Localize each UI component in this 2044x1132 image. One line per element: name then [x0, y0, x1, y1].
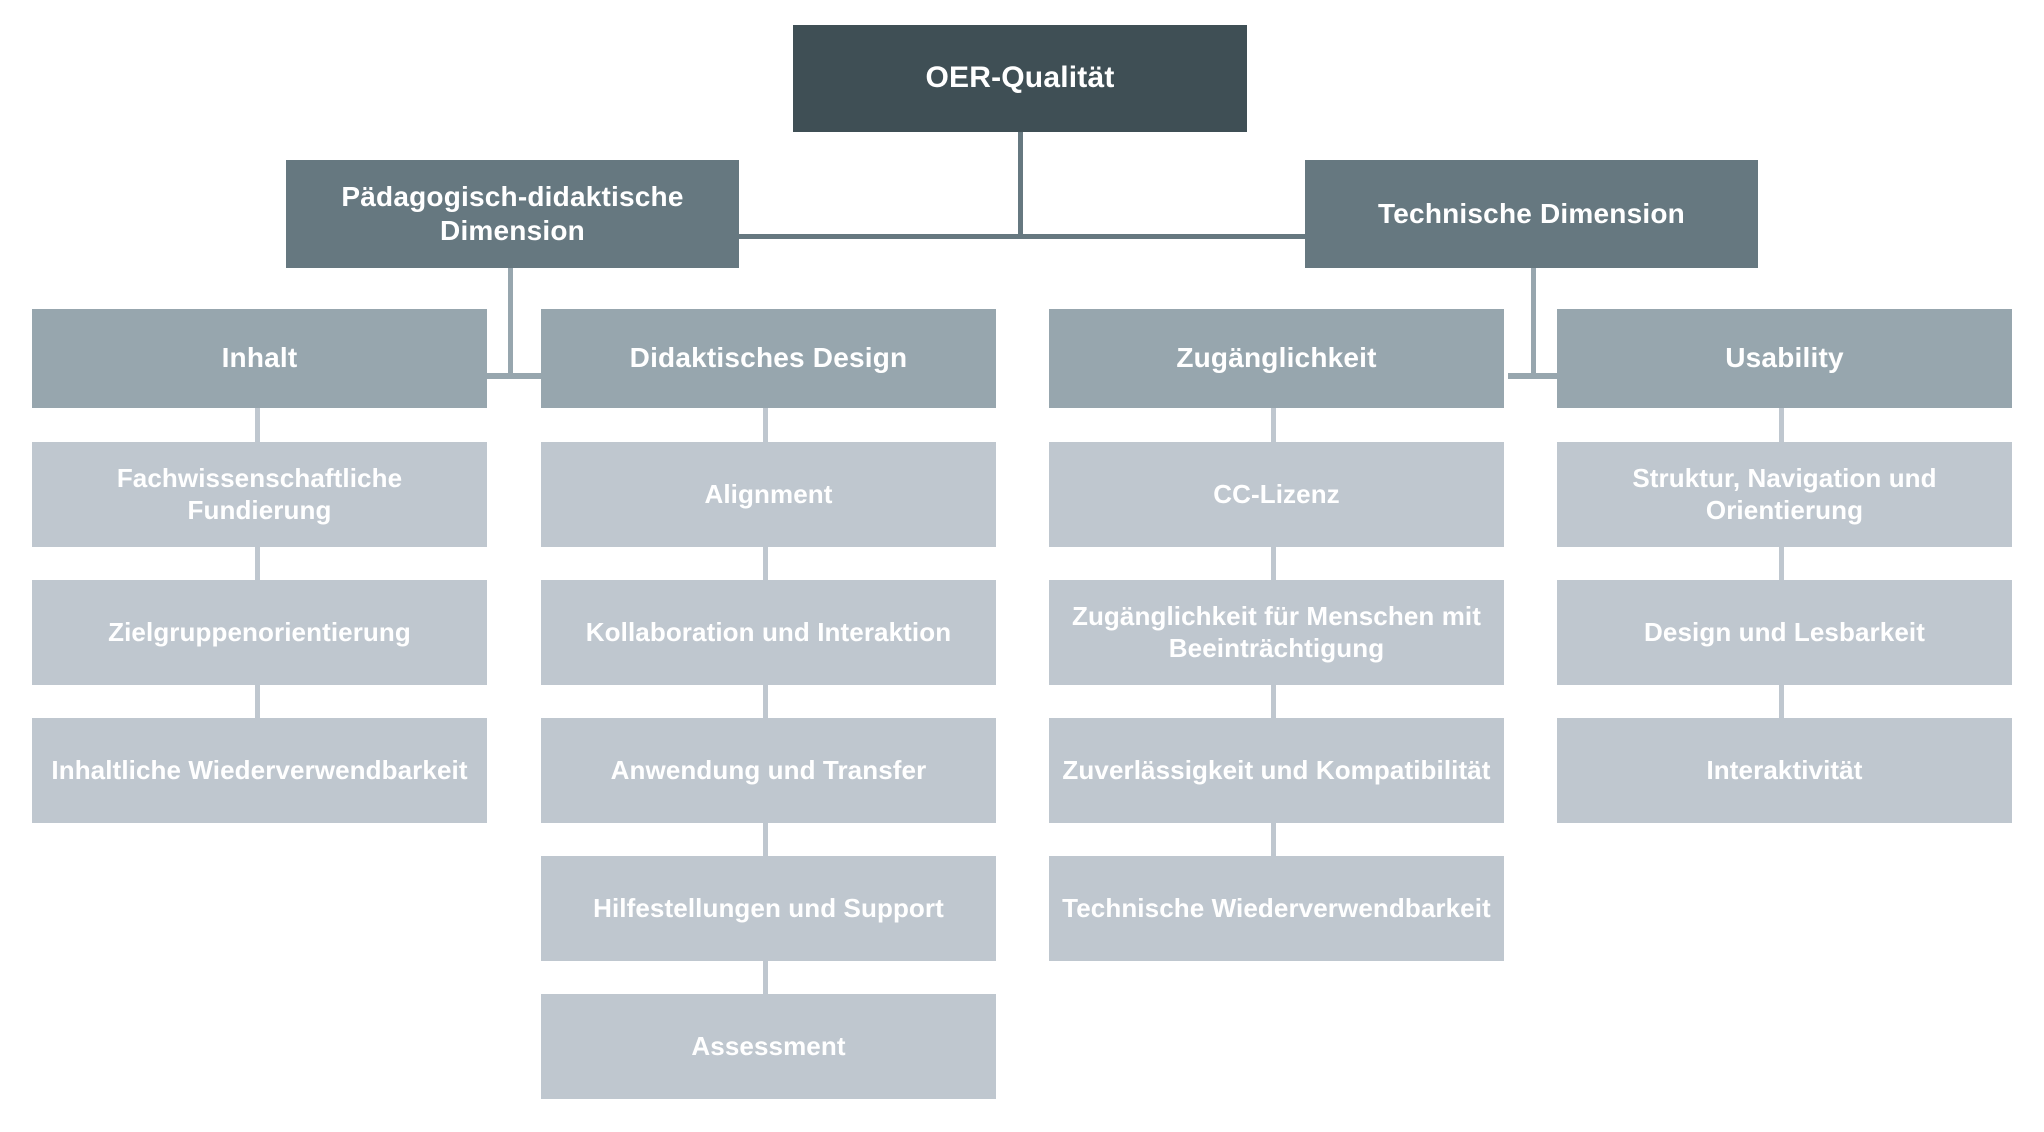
connector-technical-vertical	[1531, 268, 1536, 378]
node-criterion-assessment[interactable]: Assessment	[541, 994, 996, 1099]
node-criterion-zuverlaessigkeit-und-kompatibilitaet[interactable]: Zuverlässigkeit und Kompatibilität	[1049, 718, 1504, 823]
node-criterion-hilfestellungen-und-support[interactable]: Hilfestellungen und Support	[541, 856, 996, 961]
connector-usability-2	[1779, 547, 1784, 580]
node-criterion-zugaenglichkeit-beeintraechtigung[interactable]: Zugänglichkeit für Menschen mit Beeinträ…	[1049, 580, 1504, 685]
node-criterion-anwendung-und-transfer[interactable]: Anwendung und Transfer	[541, 718, 996, 823]
connector-usability-1	[1779, 408, 1784, 442]
node-criterion-technische-wiederverwendbarkeit[interactable]: Technische Wiederverwendbarkeit	[1049, 856, 1504, 961]
connector-didaktik-3	[763, 685, 768, 718]
node-criterion-design-und-lesbarkeit[interactable]: Design und Lesbarkeit	[1557, 580, 2012, 685]
node-technische-dimension[interactable]: Technische Dimension	[1305, 160, 1758, 268]
node-oer-qualitaet[interactable]: OER-Qualität	[793, 25, 1247, 132]
node-paedagogisch-didaktische-dimension[interactable]: Pädagogisch-didaktische Dimension	[286, 160, 739, 268]
connector-usability-3	[1779, 685, 1784, 718]
node-criterion-inhaltliche-wiederverwendbarkeit[interactable]: Inhaltliche Wiederverwendbarkeit	[32, 718, 487, 823]
node-category-zugaenglichkeit[interactable]: Zugänglichkeit	[1049, 309, 1504, 408]
connector-zugaenglichkeit-4	[1271, 823, 1276, 856]
node-criterion-zielgruppenorientierung[interactable]: Zielgruppenorientierung	[32, 580, 487, 685]
node-category-inhalt[interactable]: Inhalt	[32, 309, 487, 408]
connector-inhalt-1	[255, 408, 260, 442]
connector-dimensions-bus	[735, 234, 1308, 239]
node-criterion-cc-lizenz[interactable]: CC-Lizenz	[1049, 442, 1504, 547]
connector-didaktik-4	[763, 823, 768, 856]
connector-zugaenglichkeit-1	[1271, 408, 1276, 442]
connector-zugaenglichkeit-2	[1271, 547, 1276, 580]
connector-didaktik-2	[763, 547, 768, 580]
connector-root-vertical	[1018, 132, 1023, 237]
connector-didaktik-1	[763, 408, 768, 442]
connector-inhalt-2	[255, 547, 260, 580]
connector-technical-category-bus	[1508, 373, 1568, 379]
connector-pedagogical-category-bus	[484, 373, 544, 379]
node-category-usability[interactable]: Usability	[1557, 309, 2012, 408]
node-criterion-alignment[interactable]: Alignment	[541, 442, 996, 547]
node-category-didaktisches-design[interactable]: Didaktisches Design	[541, 309, 996, 408]
node-criterion-kollaboration-und-interaktion[interactable]: Kollaboration und Interaktion	[541, 580, 996, 685]
node-criterion-struktur-navigation-orientierung[interactable]: Struktur, Navigation und Orientierung	[1557, 442, 2012, 547]
connector-pedagogical-vertical	[508, 268, 513, 378]
connector-didaktik-5	[763, 961, 768, 994]
node-criterion-interaktivitaet[interactable]: Interaktivität	[1557, 718, 2012, 823]
node-criterion-fachwissenschaftliche-fundierung[interactable]: Fachwissenschaftliche Fundierung	[32, 442, 487, 547]
connector-zugaenglichkeit-3	[1271, 685, 1276, 718]
connector-inhalt-3	[255, 685, 260, 718]
